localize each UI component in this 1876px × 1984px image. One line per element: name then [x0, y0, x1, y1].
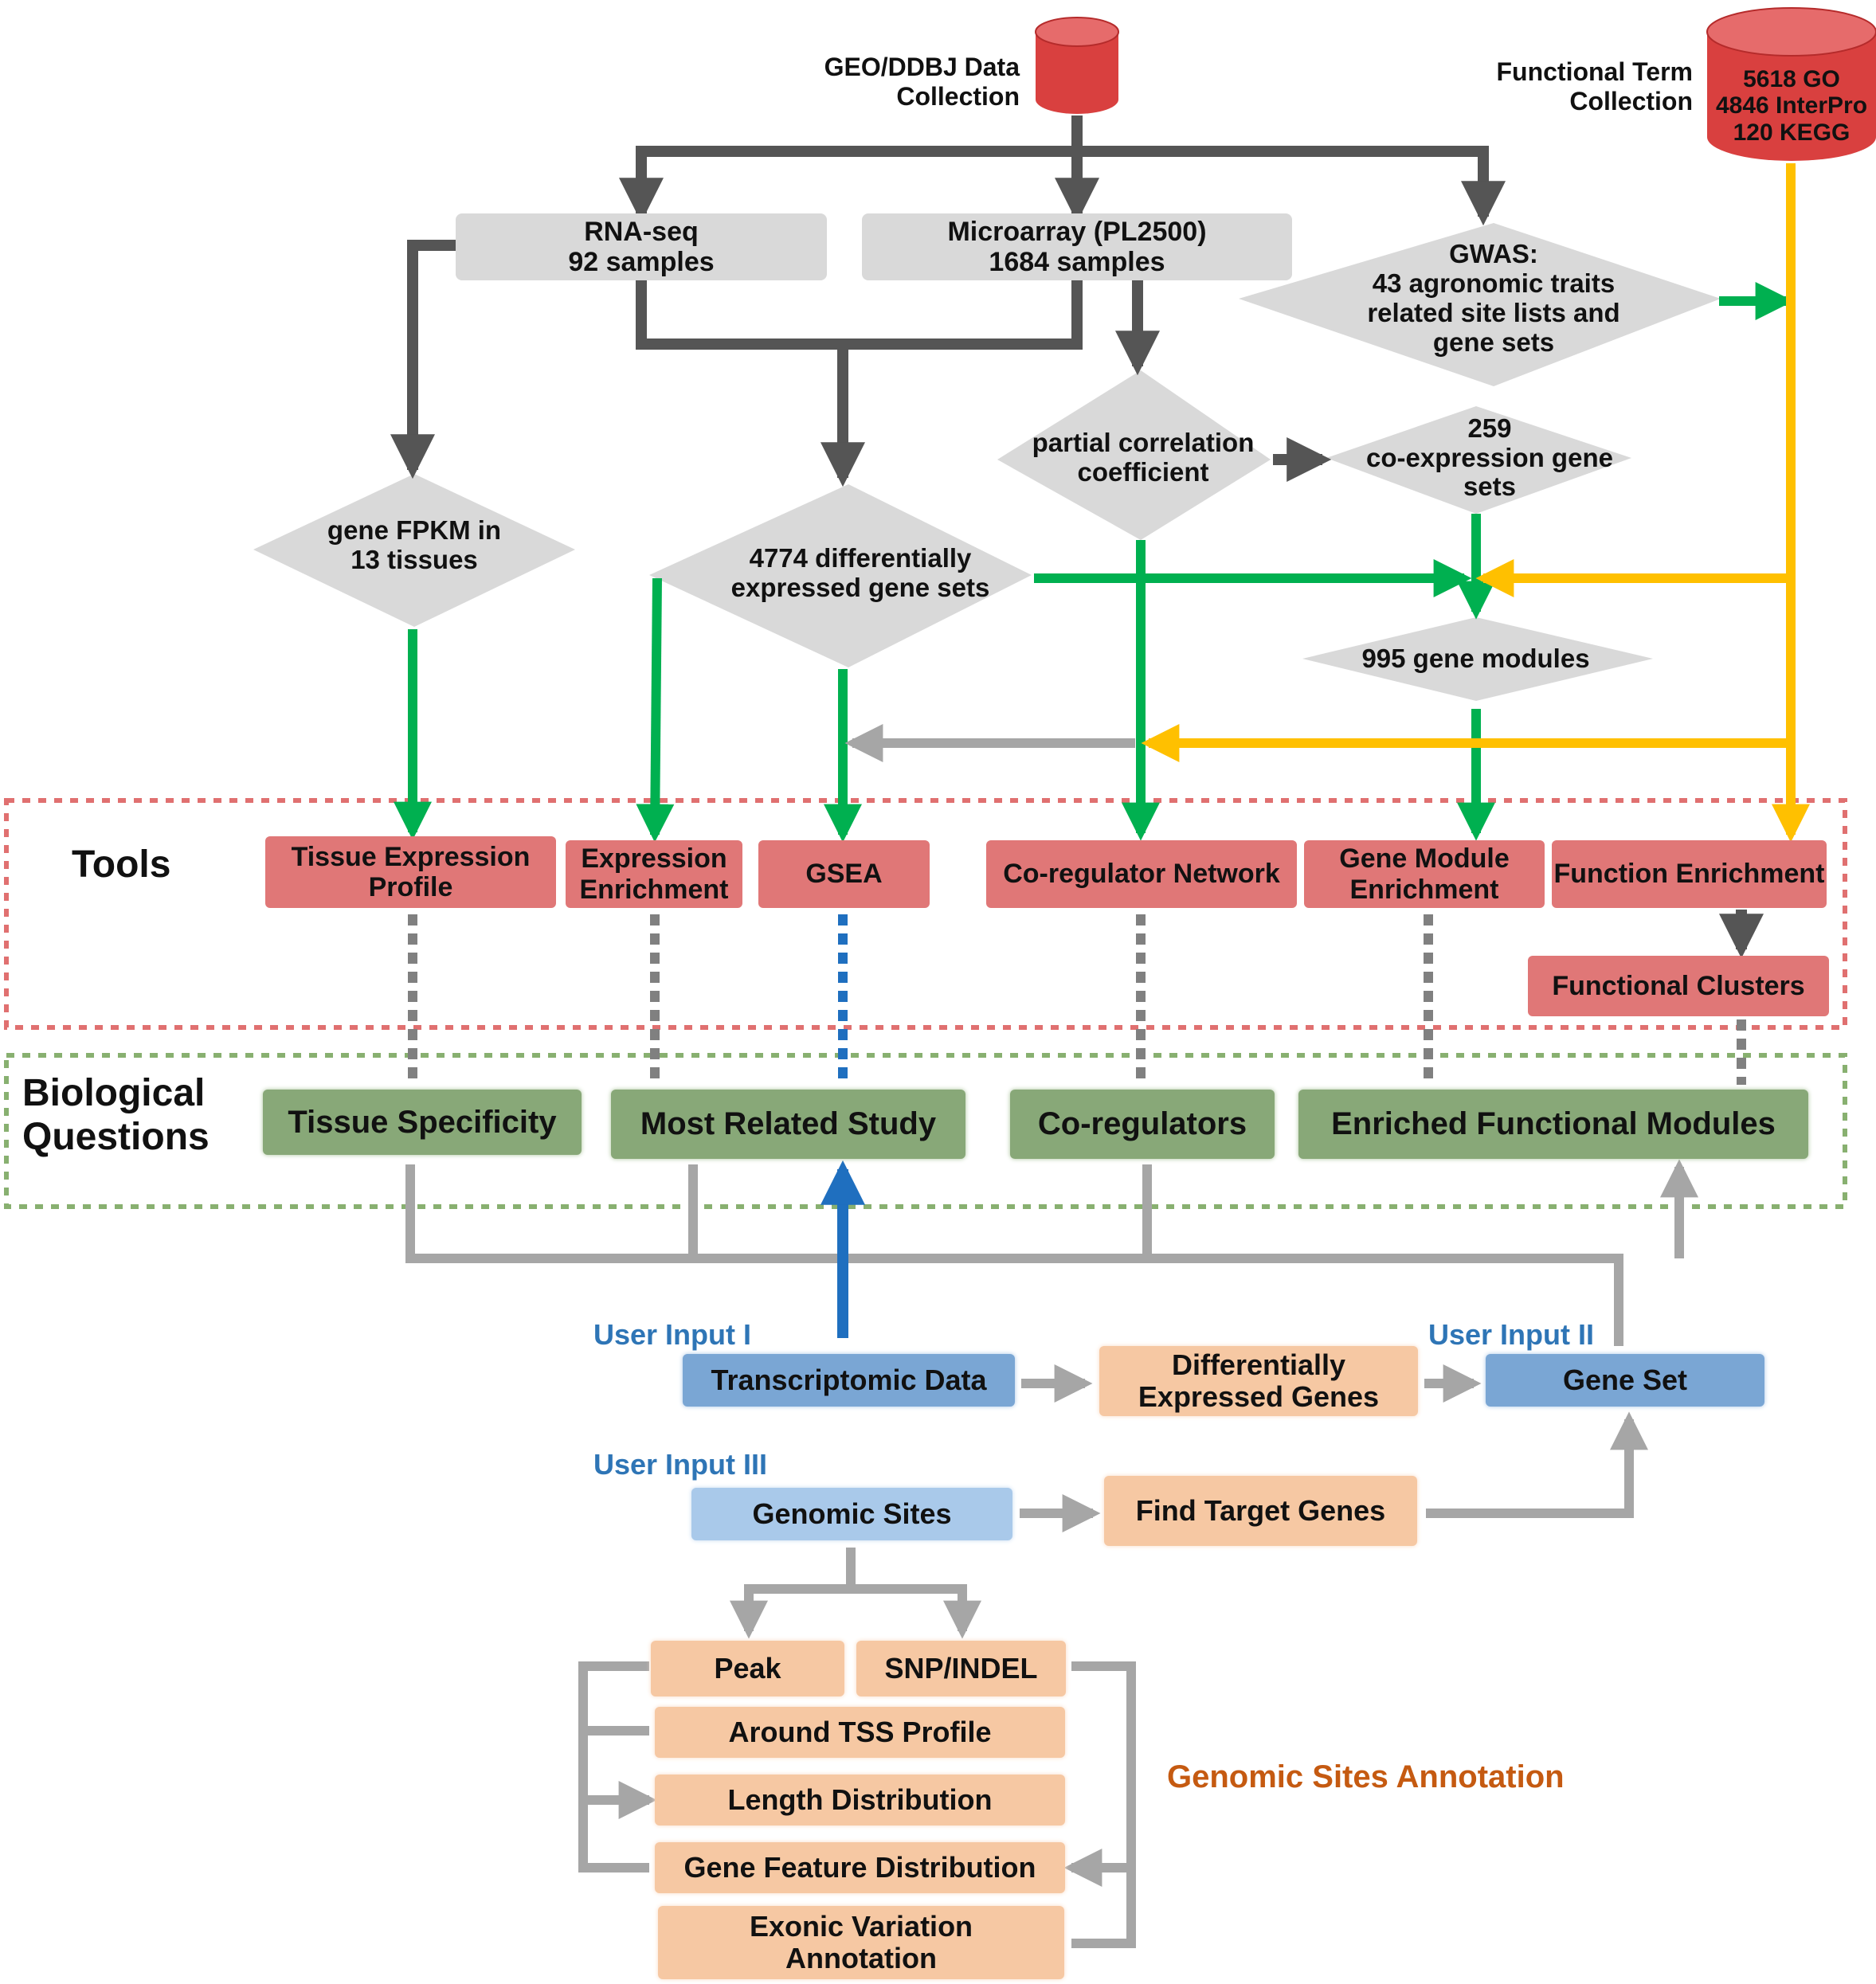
- user-input-1-label: User Input I: [593, 1318, 752, 1351]
- geo-to-rnaseq-arrow: [619, 146, 1077, 223]
- deg-sets-diamond: [649, 484, 1032, 667]
- geo-to-gwas-arrow: [1077, 146, 1506, 226]
- genomic-sites-annotation-title: Genomic Sites Annotation: [1167, 1759, 1565, 1794]
- gene-modules-label: 995 gene modules: [1361, 644, 1590, 674]
- geo-database-icon: [1035, 17, 1119, 114]
- fpkm-diamond: [253, 474, 575, 627]
- functional-collection-label: Functional Term Collection: [1496, 57, 1693, 115]
- user-input-3-label: User Input III: [593, 1448, 768, 1481]
- microarray-box: Microarray (PL2500) 1684 samples: [862, 213, 1292, 280]
- gene-modules-diamond: [1302, 617, 1653, 701]
- coexpression-sets-diamond: [1326, 406, 1631, 514]
- fpkm-label: gene FPKM in 13 tissues: [327, 515, 502, 574]
- deg-to-expression-enrichment-arrow: [636, 577, 675, 843]
- partial-correlation-diamond: [997, 370, 1271, 540]
- questions-section-frame: [4, 1053, 1847, 1209]
- functional-term-database-icon: [1706, 7, 1876, 161]
- coexpression-sets-label: 259 co-expression gene sets: [1366, 413, 1613, 502]
- find-target-genes-box: Find Target Genes: [1104, 1476, 1417, 1546]
- peak-box: Peak: [651, 1641, 844, 1696]
- target-genes-to-gene-set-arrow: [1426, 1411, 1648, 1518]
- differentially-expressed-genes-box: Differentially Expressed Genes: [1099, 1346, 1418, 1416]
- enriched-functional-modules-box: Enriched Functional Modules: [1298, 1090, 1808, 1159]
- gene-set-to-questions-arrows: [405, 1164, 1679, 1346]
- gene-feature-distribution-box: Gene Feature Distribution: [655, 1842, 1065, 1893]
- functional-clusters-button[interactable]: Functional Clusters: [1528, 956, 1829, 1016]
- around-tss-profile-box: Around TSS Profile: [655, 1707, 1065, 1758]
- coregulator-network-button[interactable]: Co-regulator Network: [986, 840, 1297, 908]
- rnaseq-to-fpkm-arrow: [390, 240, 456, 479]
- gsea-button[interactable]: GSEA: [758, 840, 930, 908]
- coregulators-box: Co-regulators: [1010, 1090, 1275, 1159]
- tools-section-label: Tools: [72, 843, 171, 886]
- genomic-sites-to-snp-arrow: [851, 1584, 981, 1639]
- peak-to-annotation-arrows: [578, 1661, 649, 1872]
- tools-section-frame: [4, 798, 1847, 1030]
- questions-section-label: Biological Questions: [22, 1072, 210, 1159]
- length-distribution-box: Length Distribution: [655, 1775, 1065, 1826]
- gene-set-input[interactable]: Gene Set: [1486, 1354, 1764, 1407]
- snp-to-annotation-arrows: [1071, 1661, 1136, 1948]
- gwas-label: GWAS: 43 agronomic traits related site l…: [1367, 239, 1620, 357]
- deg-sets-label: 4774 differentially expressed gene sets: [730, 543, 990, 602]
- genomic-sites-input[interactable]: Genomic Sites: [691, 1488, 1012, 1540]
- expression-enrichment-button[interactable]: Expression Enrichment: [566, 840, 742, 908]
- exonic-variation-annotation-box: Exonic Variation Annotation: [658, 1906, 1064, 1979]
- function-enrichment-button[interactable]: Function Enrichment: [1552, 840, 1827, 908]
- functional-database-text: 5618 GO 4846 InterPro 120 KEGG: [1715, 65, 1868, 146]
- samples-to-deg-arrow: [636, 280, 1083, 478]
- gene-module-enrichment-button[interactable]: Gene Module Enrichment: [1304, 840, 1545, 908]
- user-input-2-label: User Input II: [1428, 1318, 1595, 1351]
- partial-correlation-label: partial correlation coefficient: [1032, 428, 1255, 487]
- rnaseq-box: RNA-seq 92 samples: [456, 213, 827, 280]
- transcriptomic-data-input[interactable]: Transcriptomic Data: [683, 1354, 1015, 1407]
- geo-collection-label: GEO/DDBJ Data Collection: [824, 53, 1020, 111]
- genomic-sites-to-peak-arrow: [730, 1548, 856, 1639]
- gwas-diamond: [1239, 223, 1721, 386]
- most-related-study-box: Most Related Study: [611, 1090, 965, 1159]
- tissue-expression-profile-button[interactable]: Tissue Expression Profile: [265, 836, 556, 908]
- tissue-specificity-box: Tissue Specificity: [263, 1090, 582, 1155]
- snp-indel-box: SNP/INDEL: [856, 1641, 1066, 1696]
